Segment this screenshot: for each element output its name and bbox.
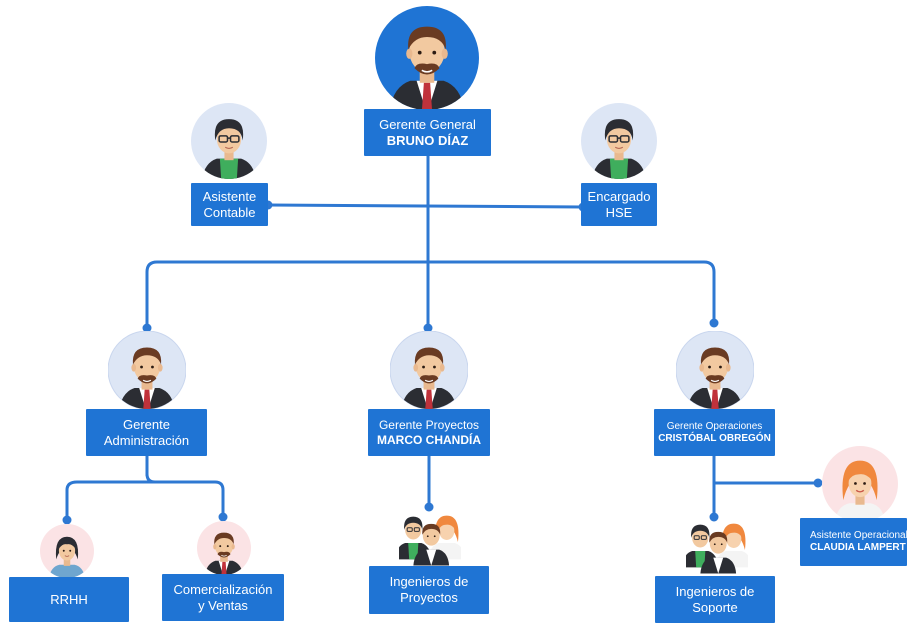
man-suit-avatar-icon (197, 521, 251, 575)
man-suit-avatar-icon (375, 6, 479, 110)
node-name: MARCO CHANDÍA (377, 432, 481, 447)
node-line1: Comercialización (173, 581, 273, 597)
node-title: Gerente Operaciones (666, 420, 763, 432)
node-ingenieros-proyectos[interactable]: Ingenieros de Proyectos (369, 566, 489, 614)
woman-glasses-avatar-icon (191, 103, 267, 179)
node-name: BRUNO DÍAZ (386, 132, 469, 148)
node-line2: Soporte (692, 599, 738, 615)
node-line2: y Ventas (198, 597, 248, 613)
node-ingenieros-soporte[interactable]: Ingenieros de Soporte (655, 576, 775, 623)
node-line1: Ingenieros de (389, 574, 469, 590)
node-line1: Gerente (123, 416, 170, 432)
team-avatar-icon (399, 514, 461, 567)
node-name: CLAUDIA LAMPERT (810, 542, 906, 553)
man-suit-avatar-icon (390, 331, 468, 409)
man-suit-avatar-icon (108, 331, 186, 409)
node-rrhh[interactable]: RRHH (9, 577, 129, 622)
node-line1: Encargado (587, 188, 651, 204)
node-line1: RRHH (50, 591, 88, 607)
woman-avatar-icon (40, 524, 94, 578)
node-encargado-hse[interactable]: Encargado HSE (581, 183, 657, 226)
node-name: CRISTÓBAL OBREGÓN (658, 432, 771, 444)
node-line2: Administración (103, 432, 190, 448)
node-line2: Contable (203, 204, 256, 220)
woman-redhair-avatar-icon (822, 446, 898, 522)
node-gerente-administracion[interactable]: Gerente Administración (86, 409, 207, 456)
node-title: Asistente Operacional (810, 530, 907, 541)
node-gerente-general[interactable]: Gerente General BRUNO DÍAZ (364, 109, 491, 156)
node-gerente-proyectos[interactable]: Gerente Proyectos MARCO CHANDÍA (368, 409, 490, 456)
node-title: Gerente Proyectos (378, 418, 480, 433)
node-asistente-contable[interactable]: Asistente Contable (191, 183, 268, 226)
node-comercializacion-ventas[interactable]: Comercialización y Ventas (162, 574, 284, 621)
node-line1: Ingenieros de (675, 583, 755, 599)
team-avatar-icon (686, 522, 748, 575)
node-line1: Asistente (202, 188, 257, 204)
node-gerente-operaciones[interactable]: Gerente Operaciones CRISTÓBAL OBREGÓN (654, 409, 775, 456)
woman-glasses-avatar-icon (581, 103, 657, 179)
node-line2: HSE (605, 204, 633, 220)
node-title: Gerente General (379, 116, 476, 132)
node-line2: Proyectos (400, 590, 458, 605)
man-suit-avatar-icon (676, 331, 754, 409)
node-asistente-operacional[interactable]: Asistente Operacional CLAUDIA LAMPERT (800, 518, 907, 566)
